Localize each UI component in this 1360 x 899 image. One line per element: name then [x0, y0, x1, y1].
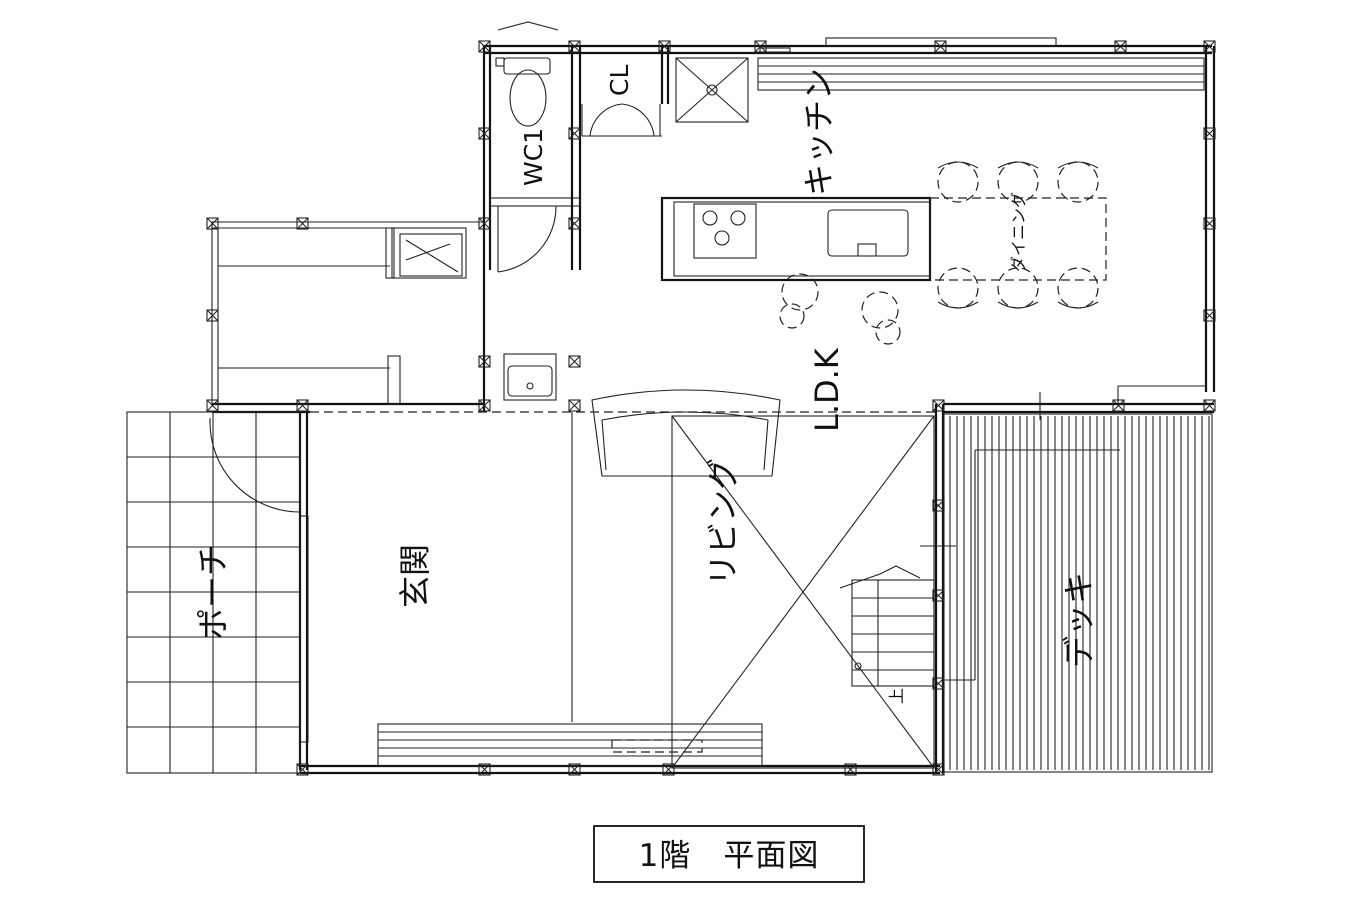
refrigerator [675, 57, 749, 123]
room-label-ldk: L.D.K [808, 347, 846, 432]
drawing-title: 1階 平面図 [639, 838, 820, 874]
kitchen-island [660, 196, 932, 282]
room-label-dining: ダイニング [1009, 192, 1028, 272]
wash-basin [503, 353, 557, 401]
column-markers [206, 40, 1216, 776]
void-opening [671, 415, 935, 769]
entrance-door [209, 418, 309, 743]
stair-up-marker: 上 [887, 688, 906, 704]
partition-lines [310, 411, 936, 722]
bar-stools [779, 273, 901, 345]
room-label-living: リビング [704, 458, 742, 586]
deck-boards [949, 416, 1210, 770]
left-annex [211, 221, 484, 405]
kitchen-back-counter [757, 57, 1205, 91]
sofa [591, 389, 781, 477]
room-label-closet: CL [605, 65, 634, 96]
title-frame [593, 825, 865, 883]
staircase [839, 565, 935, 687]
closet-doors [581, 103, 662, 137]
top-windows [759, 37, 1057, 53]
storage-shelf [385, 227, 467, 279]
room-label-deck: デッキ [1060, 572, 1098, 668]
room-label-kitchen: キッチン [800, 68, 838, 196]
built-in-bench [377, 723, 763, 767]
room-label-wc: WC1 [519, 128, 548, 186]
toilet [495, 21, 559, 127]
wc-door [489, 197, 581, 273]
room-label-porch: ポーチ [194, 544, 232, 640]
dining-table [929, 161, 1107, 309]
room-label-entrance: 玄関 [396, 544, 434, 608]
porch-tiles [126, 411, 301, 774]
deck-rail [920, 392, 1213, 773]
